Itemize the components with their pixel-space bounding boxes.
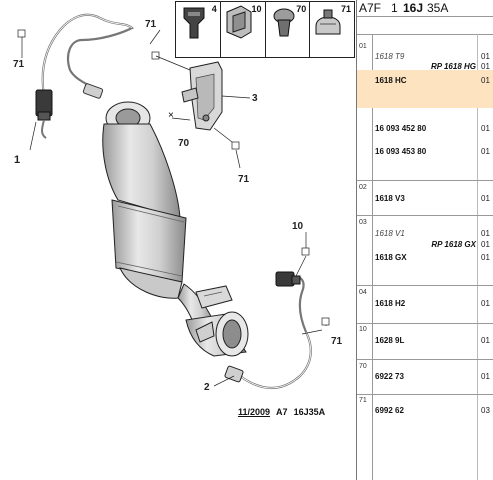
part-qty: 01 [481,336,490,345]
bracket-clip-icon [226,5,252,39]
callout-71-c: 71 [238,174,250,185]
part-qty: 01 [481,229,490,238]
divider [357,323,493,324]
downpipe [185,285,249,357]
part-ref[interactable]: 6992 62 [375,406,404,415]
part-qty: 03 [481,406,490,415]
group-number-10: 10 [359,326,367,333]
divider [357,215,493,216]
highlighted-row-1618-hc[interactable] [357,70,493,108]
part-qty: 01 [481,124,490,133]
stamp-code-b: 16J35A [293,407,326,417]
leader-lines [17,29,330,387]
part-ref[interactable]: 1618 V1 [375,229,405,238]
part-ref[interactable]: 1618 T9 [375,52,405,61]
divider [357,394,493,395]
header-code-c: 16J [403,1,424,15]
part-qty: 01 [481,253,490,262]
callout-70: 70 [178,138,190,149]
part-ref[interactable]: 1618 V3 [375,194,405,203]
parts-list-panel: A7F 1 16J 35A 01 1618 T9 RP 1618 HG 01 0… [356,0,493,480]
callout-2: 2 [204,382,210,393]
sensor-clip-icon [183,7,205,39]
header-code-b: 1 [391,1,398,15]
group-number-71: 71 [359,397,367,404]
callout-71-a: 71 [13,59,25,70]
part-qty: 01 [481,299,490,308]
part-ref[interactable]: 1618 GX [375,253,407,262]
divider [357,285,493,286]
part-qty: 01 [481,52,490,61]
thumbnail-10[interactable]: 10 [220,2,266,57]
catalytic-converter [102,101,215,331]
part-ref-1618-hc[interactable]: 1618 HC [375,76,407,85]
thumbnail-number: 71 [340,4,351,14]
exploded-parts-diagram: × 71 71 3 70 71 1 10 71 2 4 10 70 [13,1,355,417]
group-number-70: 70 [359,363,367,370]
part-ref[interactable]: 1628 9L [375,336,405,345]
diagram-drawing: × [17,13,330,389]
part-qty: 01 [481,240,490,249]
thumbnail-70[interactable]: 70 [265,2,311,57]
hose-clamp-icon [315,9,341,35]
part-qty: 01 [481,372,490,381]
divider [357,34,493,35]
part-ref[interactable]: 6922 73 [375,372,404,381]
replacement-tag: RP 1618 HG [430,62,476,71]
group-number-03: 03 [359,219,367,226]
divider [477,34,478,480]
header-code-a: A7F [359,1,382,15]
lower-oxygen-sensor [224,271,312,389]
stamp-date: 11/2009 [238,407,271,417]
diagram-stamp: 11/2009 A7 16J35A [238,407,331,417]
grommet-icon [273,8,294,37]
stamp-code-a: A7 [276,407,288,417]
part-ref[interactable]: 16 093 453 80 [375,147,427,156]
divider [372,34,373,480]
group-number-01: 01 [359,43,367,50]
divider [357,180,493,181]
callout-3: 3 [252,93,258,104]
thumbnail-number: 4 [211,4,217,14]
group-number-04: 04 [359,289,367,296]
upper-oxygen-sensor [35,13,134,139]
part-qty: 01 [481,147,490,156]
thumbnail-number: 10 [251,4,262,14]
part-qty: 01 [481,62,490,71]
callout-71-d: 71 [331,336,343,347]
thumbnail-4[interactable]: 4 [176,2,221,57]
panel-header: A7F 1 16J 35A [357,0,493,17]
replacement-tag: RP 1618 GX [431,240,476,249]
svg-text:×: × [168,110,174,121]
divider [357,359,493,360]
header-code-d: 35A [427,1,449,15]
callout-71-b: 71 [145,19,157,30]
part-ref[interactable]: 1618 H2 [375,299,406,308]
small-parts-thumbnails: 4 10 70 71 [175,1,355,58]
callout-1: 1 [14,154,21,166]
heat-shield-bracket [181,61,223,131]
thumbnail-number: 70 [296,4,307,14]
part-qty: 01 [481,76,490,85]
callout-10: 10 [292,221,304,232]
part-ref[interactable]: 16 093 452 80 [375,124,427,133]
part-qty: 01 [481,194,490,203]
thumbnail-71[interactable]: 71 [310,2,354,57]
group-number-02: 02 [359,184,367,191]
